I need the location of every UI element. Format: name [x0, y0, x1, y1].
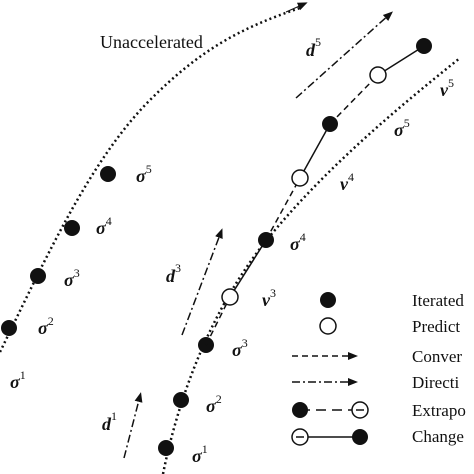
extrapolation-segment-3 — [329, 74, 379, 125]
direction-arrow-3 — [181, 228, 223, 336]
change-segment-1 — [229, 239, 267, 298]
legend-label-change: Change — [412, 427, 464, 446]
change-segment-3 — [377, 45, 425, 76]
right-sigma-2: σ2 — [206, 392, 222, 416]
left-iterate-1 — [1, 320, 17, 336]
filled-dot-icon — [320, 292, 336, 308]
left-sigma-3: σ3 — [64, 266, 80, 290]
right-sigma-3: σ3 — [232, 336, 248, 360]
left-sigma-2: σ2 — [38, 314, 54, 338]
direction-arrow-1 — [123, 392, 143, 459]
unaccelerated-path — [0, 6, 301, 353]
extrapolation-segment-2 — [265, 177, 301, 241]
predicted-point-4 — [291, 169, 309, 187]
d-label-1: d1 — [102, 409, 117, 434]
hollow-dot-icon — [319, 317, 337, 335]
unaccelerated-label: Unaccelerated — [100, 32, 203, 52]
extrapolation-line-icon — [292, 401, 369, 419]
legend: Iterated Predict Conver Directi Extrapo … — [291, 291, 466, 446]
right-sigma-1: σ1 — [192, 442, 208, 466]
v-label-5: v5 — [440, 76, 454, 100]
v-label-3: v3 — [262, 286, 276, 310]
left-iterate-2 — [30, 268, 46, 284]
legend-label-predicted: Predict — [412, 317, 460, 336]
right-iterate-6 — [416, 38, 432, 54]
legend-label-direction: Directi — [412, 373, 459, 392]
change-segment-2 — [299, 123, 331, 179]
predicted-point-5 — [369, 66, 387, 84]
d-label-5: d5 — [306, 35, 321, 60]
left-sigma-5: σ5 — [136, 162, 152, 186]
left-iterate-3 — [64, 220, 80, 236]
direction-arrow-5 — [295, 11, 393, 99]
d-label-3: d3 — [166, 261, 181, 286]
right-iterate-2 — [173, 392, 189, 408]
legend-label-iterated: Iterated — [412, 291, 464, 310]
unaccelerated-path-arrow — [285, 2, 308, 13]
right-sigma-5: σ5 — [394, 116, 410, 140]
legend-label-converged: Conver — [412, 347, 462, 366]
extrapolation-segment — [205, 296, 231, 346]
left-iterate-4 — [100, 166, 116, 182]
predicted-point-3 — [221, 288, 239, 306]
right-sigma-4: σ4 — [290, 230, 306, 254]
change-line-icon — [291, 428, 368, 446]
right-iterate-4 — [258, 232, 274, 248]
right-iterate-5 — [322, 116, 338, 132]
left-sigma-1: σ1 — [10, 368, 26, 392]
right-iterate-1 — [158, 440, 174, 456]
v-label-4: v4 — [340, 170, 354, 194]
left-sigma-4: σ4 — [96, 214, 112, 238]
legend-label-extrapolation: Extrapo — [412, 401, 466, 420]
